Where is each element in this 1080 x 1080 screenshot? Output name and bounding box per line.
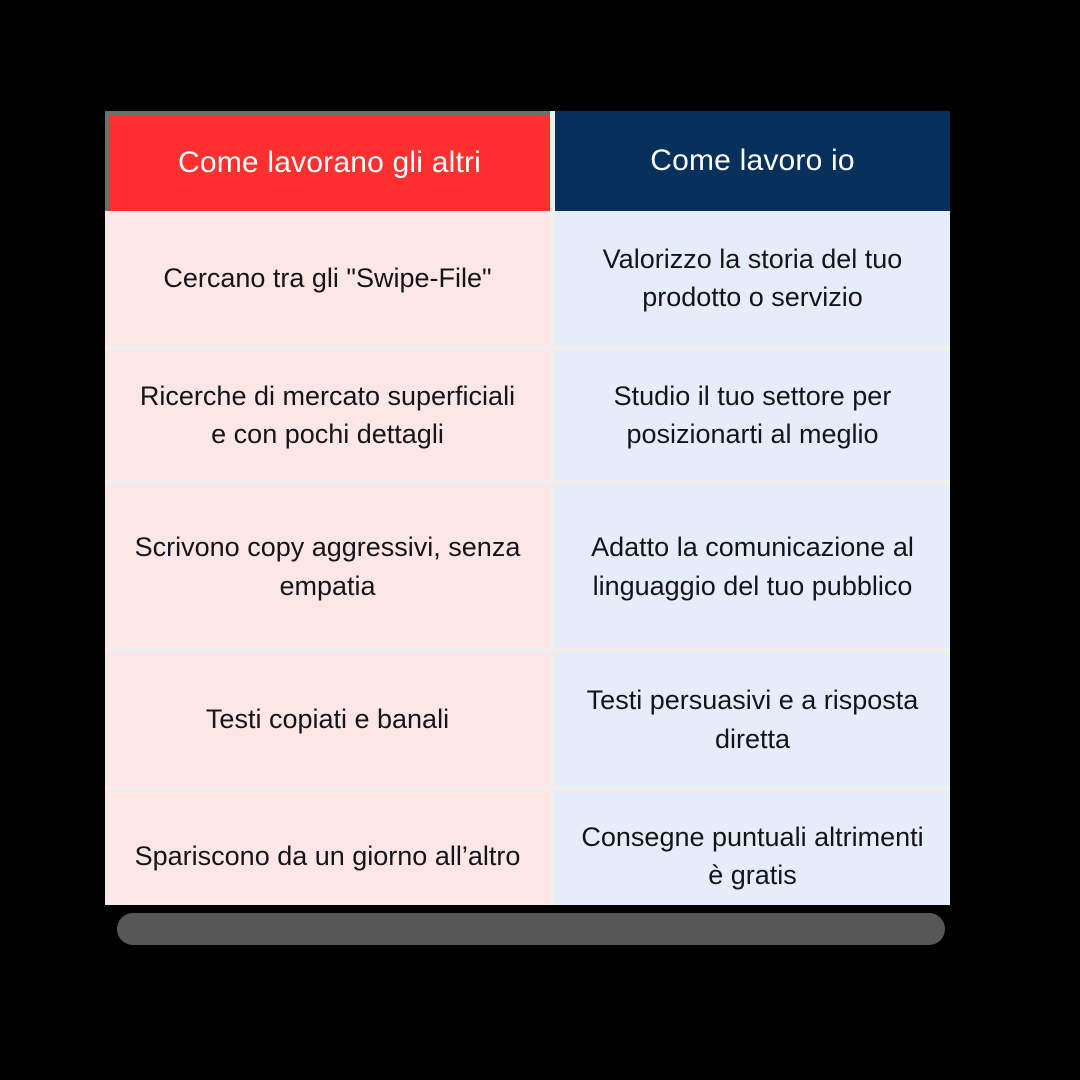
- comparison-grid: Come lavorano gli altri Come lavoro io C…: [105, 111, 950, 921]
- cell-text-left: Cercano tra gli "Swipe-File": [163, 262, 492, 293]
- cell-text-left: Ricerche di mercato superficiali e con p…: [139, 380, 516, 449]
- column-divider: [550, 791, 555, 921]
- cell-text-left: Spariscono da un giorno all’altro: [134, 840, 521, 871]
- table-header-left-label: Come lavorano gli altri: [177, 146, 482, 179]
- table-row: Scrivono copy aggressivi, senza empatia: [105, 485, 550, 648]
- cell-text-left: Scrivono copy aggressivi, senza empatia: [134, 532, 521, 601]
- table-row: Testi copiati e banali: [105, 653, 550, 786]
- table-header-left: Come lavorano gli altri: [105, 111, 550, 211]
- cell-text-right: Consegne puntuali altrimenti è gratis: [581, 821, 924, 890]
- table-row: Cercano tra gli "Swipe-File": [105, 211, 550, 345]
- column-divider: [550, 653, 555, 786]
- column-divider: [550, 485, 555, 648]
- table-row: Ricerche di mercato superficiali e con p…: [105, 350, 550, 480]
- horizontal-scrollbar[interactable]: [105, 905, 950, 950]
- table-row: Consegne puntuali altrimenti è gratis: [555, 791, 950, 921]
- comparison-table: Come lavorano gli altri Come lavoro io C…: [105, 111, 950, 921]
- table-row: Studio il tuo settore per posizionarti a…: [555, 350, 950, 480]
- table-row: Spariscono da un giorno all’altro: [105, 791, 550, 921]
- row-divider: [105, 786, 950, 791]
- column-divider: [550, 211, 555, 345]
- cell-text-left: Testi copiati e banali: [205, 704, 450, 735]
- cell-text-right: Adatto la comunicazione al linguaggio de…: [591, 532, 914, 601]
- table-row: Testi persuasivi e a risposta diretta: [555, 653, 950, 786]
- table-row: Adatto la comunicazione al linguaggio de…: [555, 485, 950, 648]
- cell-text-right: Testi persuasivi e a risposta diretta: [586, 685, 919, 754]
- row-divider: [105, 480, 950, 485]
- table-header-right-label: Come lavoro io: [650, 144, 855, 177]
- scrollbar-thumb[interactable]: [117, 913, 945, 945]
- table-row: Valorizzo la storia del tuo prodotto o s…: [555, 211, 950, 345]
- cell-text-right: Valorizzo la storia del tuo prodotto o s…: [602, 243, 903, 312]
- row-divider: [105, 648, 950, 653]
- row-divider: [105, 345, 950, 350]
- cell-text-right: Studio il tuo settore per posizionarti a…: [613, 380, 892, 449]
- column-divider: [550, 350, 555, 480]
- column-divider: [550, 111, 555, 211]
- table-header-right: Come lavoro io: [555, 111, 950, 211]
